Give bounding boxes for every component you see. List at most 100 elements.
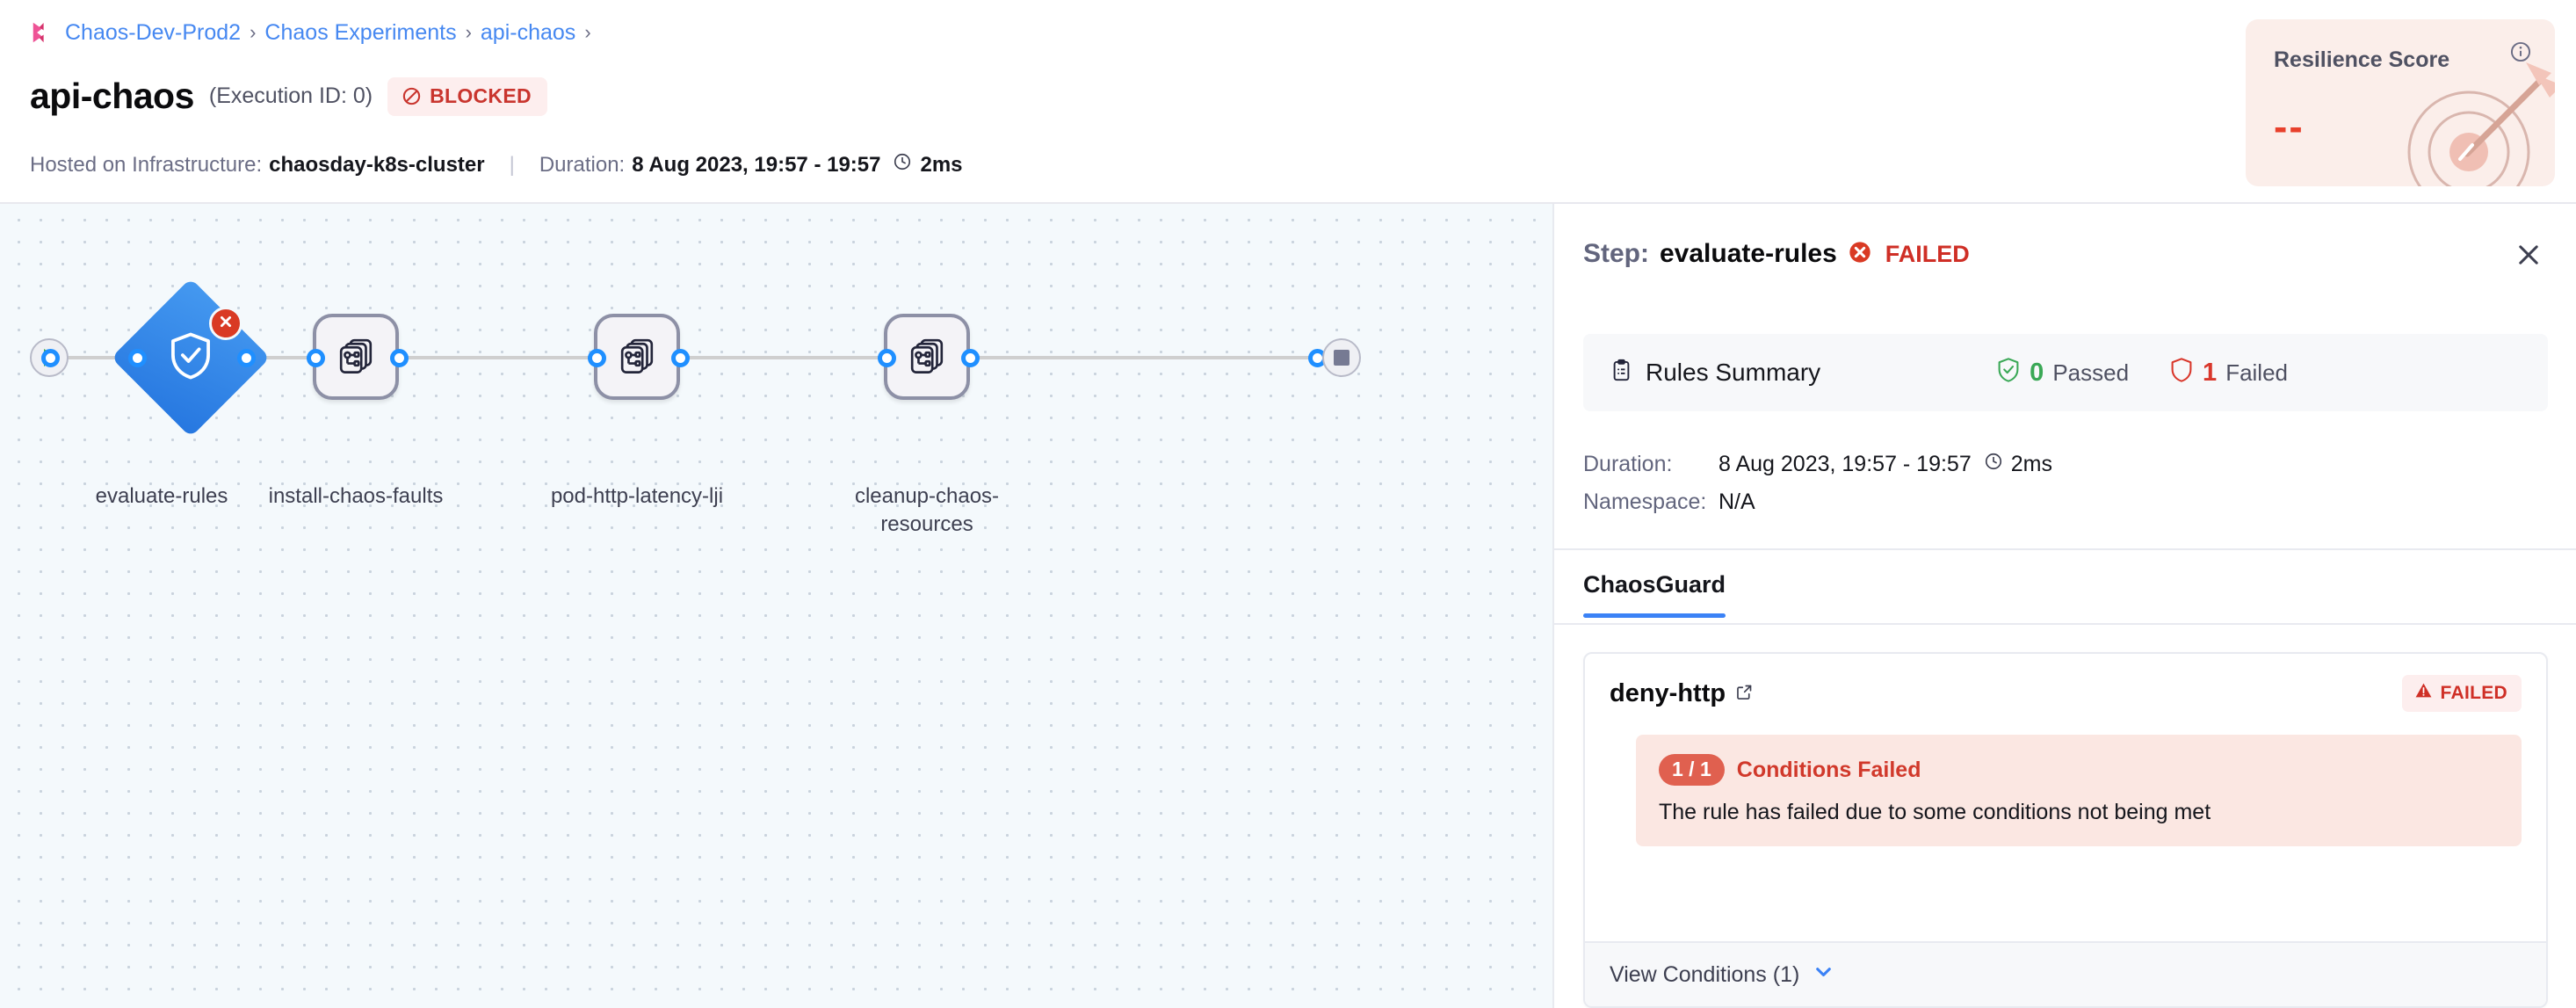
port-evaluate-rules-out[interactable]: [237, 349, 256, 367]
node-pod-http-latency-lji[interactable]: [594, 314, 680, 400]
execution-id: (Execution ID: 0): [208, 83, 373, 108]
shield-check-green-icon: [1996, 357, 2021, 389]
port-cleanup-chaos-resources-out[interactable]: [961, 349, 980, 367]
rules-failed-count: 1: [2203, 358, 2218, 387]
rule-status-label: FAILED: [2440, 682, 2507, 703]
step-details-panel: Step: evaluate-rules FAILED: [1552, 204, 2576, 1008]
chaos-fault-icon: [617, 335, 657, 380]
rule-card-footer: View Conditions (1): [1585, 941, 2546, 1006]
pipeline-graph: evaluate-rules install-chaos-faults: [0, 204, 1552, 1008]
panel-title-prefix: Step:: [1583, 239, 1649, 268]
shield-red-icon: [2169, 357, 2194, 389]
port-evaluate-rules-in[interactable]: [128, 349, 147, 367]
conditions-failed-box: 1 / 1 Conditions Failed The rule has fai…: [1636, 735, 2522, 846]
breadcrumb-separator: ›: [465, 21, 472, 43]
duration-label: Duration:: [539, 152, 626, 177]
detail-duration-elapsed: 2ms: [2010, 452, 2052, 476]
detail-row-duration: Duration: 8 Aug 2023, 19:57 - 19:57 2ms: [1583, 452, 2052, 477]
breadcrumb-item-1[interactable]: Chaos Experiments: [264, 19, 457, 45]
error-x-icon: [217, 313, 235, 335]
rules-summary-card: Rules Summary 0 Passed 1: [1583, 334, 2548, 411]
view-conditions-label: View Conditions (1): [1610, 961, 1800, 987]
port-install-chaos-faults-in[interactable]: [307, 349, 325, 367]
chaos-fault-icon: [907, 335, 947, 380]
status-badge-label: BLOCKED: [430, 83, 532, 107]
page-header: Chaos-Dev-Prod2 › Chaos Experiments › ap…: [0, 0, 2576, 204]
panel-step-status: FAILED: [1885, 240, 1970, 267]
title-row: api-chaos (Execution ID: 0) BLOCKED: [30, 76, 547, 117]
rules-summary-heading: Rules Summary: [1610, 359, 1820, 387]
panel-step-name: evaluate-rules: [1660, 239, 1837, 268]
edge-cleanup-to-end: [1081, 356, 1318, 359]
info-icon[interactable]: [2509, 40, 2532, 68]
rule-name-text: deny-http: [1610, 678, 1726, 707]
node-evaluate-rules-icon-wrap: [134, 301, 247, 414]
chaos-fault-icon: [336, 335, 376, 380]
detail-duration-range: 8 Aug 2023, 19:57 - 19:57: [1719, 452, 1972, 476]
node-label-evaluate-rules: evaluate-rules: [95, 484, 228, 508]
rules-failed-label: Failed: [2225, 359, 2289, 386]
node-cleanup-chaos-resources[interactable]: [884, 314, 970, 400]
rules-summary-stats: 0 Passed 1 Failed: [1996, 357, 2288, 389]
detail-key-namespace: Namespace:: [1583, 489, 1707, 514]
node-label-pod-http-latency-lji: pod-http-latency-lji: [550, 484, 724, 508]
rule-name-link[interactable]: deny-http: [1610, 679, 1754, 708]
clipboard-icon: [1610, 359, 1633, 387]
error-x-icon: [1848, 240, 1872, 269]
panel-divider: [1554, 548, 2576, 550]
resilience-score-value: --: [2274, 104, 2305, 149]
target-arrow-icon: [2407, 62, 2555, 186]
close-icon[interactable]: [2509, 236, 2548, 274]
detail-row-namespace: Namespace: N/A: [1583, 489, 2052, 515]
resilience-score-label: Resilience Score: [2274, 47, 2450, 72]
conditions-failed-heading: 1 / 1 Conditions Failed: [1659, 754, 2499, 786]
panel-title: Step: evaluate-rules FAILED: [1583, 239, 1970, 269]
tabs-underline: [1554, 623, 2576, 625]
external-link-icon: [1735, 679, 1754, 708]
breadcrumb-separator: ›: [250, 21, 257, 43]
node-evaluate-rules-error-badge[interactable]: [209, 307, 242, 340]
port-start-out[interactable]: [41, 349, 60, 367]
view-conditions-toggle[interactable]: View Conditions (1): [1610, 960, 1835, 990]
meta-divider: |: [509, 152, 515, 177]
port-install-chaos-faults-out[interactable]: [390, 349, 409, 367]
shield-check-icon: [167, 330, 214, 386]
chevron-down-icon: [1812, 960, 1835, 990]
status-badge: BLOCKED: [387, 76, 547, 116]
rules-passed-stat: 0 Passed: [1996, 357, 2129, 389]
rules-failed-stat: 1 Failed: [2169, 357, 2288, 389]
panel-tabs: ChaosGuard: [1583, 571, 1726, 618]
breadcrumb-separator: ›: [584, 21, 591, 43]
infra-value: chaosday-k8s-cluster: [269, 152, 485, 177]
breadcrumb-item-0[interactable]: Chaos-Dev-Prod2: [65, 19, 242, 45]
rules-passed-label: Passed: [2052, 359, 2130, 386]
harness-logo-icon: [30, 19, 56, 46]
stop-icon: [1334, 350, 1350, 366]
conditions-failed-description: The rule has failed due to some conditio…: [1659, 800, 2211, 824]
breadcrumb: Chaos-Dev-Prod2 › Chaos Experiments › ap…: [30, 19, 591, 46]
infra-label: Hosted on Infrastructure:: [30, 152, 263, 177]
step-details-list: Duration: 8 Aug 2023, 19:57 - 19:57 2ms …: [1583, 452, 2052, 527]
detail-key-duration: Duration:: [1583, 452, 1673, 476]
port-cleanup-chaos-resources-in[interactable]: [878, 349, 896, 367]
execution-meta: Hosted on Infrastructure: chaosday-k8s-c…: [30, 152, 963, 178]
panel-header: Step: evaluate-rules FAILED: [1554, 204, 2576, 311]
node-install-chaos-faults[interactable]: [313, 314, 399, 400]
resilience-score-card: Resilience Score --: [2246, 19, 2555, 186]
duration-value: 8 Aug 2023, 19:57 - 19:57: [632, 152, 881, 177]
port-pod-http-latency-in[interactable]: [588, 349, 606, 367]
rules-passed-count: 0: [2030, 358, 2044, 387]
detail-value-duration: 8 Aug 2023, 19:57 - 19:57 2ms: [1719, 452, 2052, 477]
node-label-cleanup-chaos-resources: cleanup-chaos-resources: [854, 484, 1000, 536]
clock-icon: [893, 152, 912, 178]
page-title: api-chaos: [30, 76, 194, 116]
tab-chaosguard[interactable]: ChaosGuard: [1583, 571, 1726, 618]
pipeline-end-node[interactable]: [1322, 338, 1361, 377]
clock-icon: [1984, 452, 2003, 477]
pipeline-canvas[interactable]: evaluate-rules install-chaos-faults: [0, 204, 1552, 1008]
port-pod-http-latency-out[interactable]: [671, 349, 690, 367]
breadcrumb-item-2[interactable]: api-chaos: [480, 19, 576, 45]
conditions-count-pill: 1 / 1: [1659, 754, 1725, 786]
rule-status-badge: FAILED: [2401, 675, 2522, 712]
node-label-install-chaos-faults: install-chaos-faults: [268, 484, 444, 508]
